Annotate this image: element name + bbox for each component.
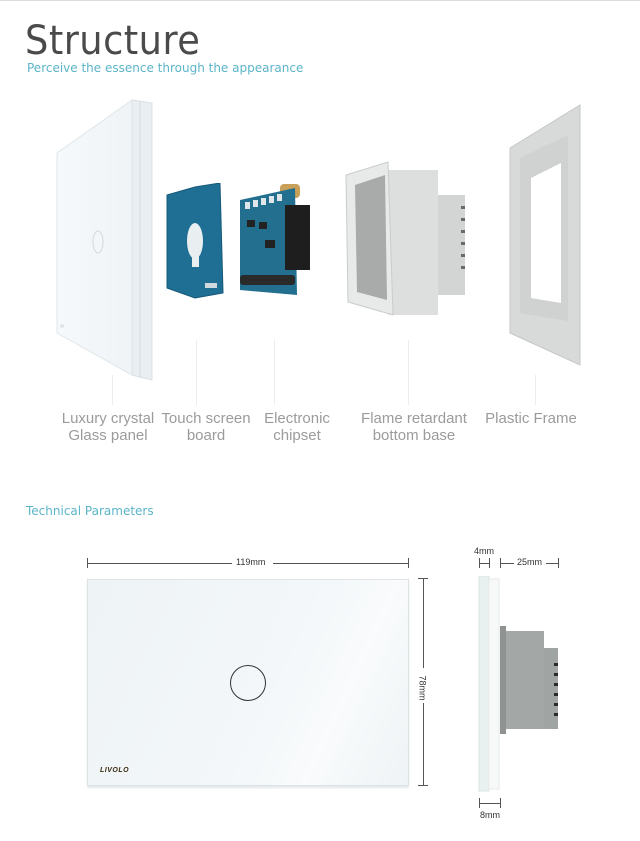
dim-tick bbox=[489, 558, 490, 568]
dim-line bbox=[500, 563, 514, 564]
glass-panel-image bbox=[56, 99, 153, 381]
label-chipset: Electronic chipset bbox=[258, 410, 336, 444]
width-dimension: 119mm bbox=[236, 557, 266, 567]
label-line: Electronic bbox=[264, 410, 330, 427]
leader-line bbox=[535, 375, 536, 405]
label-line: Flame retardant bbox=[361, 410, 467, 427]
leader-line bbox=[196, 340, 197, 405]
dim-line bbox=[423, 703, 424, 785]
side-view-image bbox=[478, 576, 558, 792]
dim-line bbox=[479, 563, 489, 564]
touch-board-image bbox=[166, 183, 224, 299]
label-line: Touch screen bbox=[161, 410, 251, 427]
label-line: Luxury crystal bbox=[61, 410, 155, 427]
label-plastic-frame: Plastic Frame bbox=[480, 410, 582, 427]
depth-dimension: 25mm bbox=[517, 557, 543, 567]
label-touch-board: Touch screen board bbox=[158, 410, 254, 444]
dim-tick bbox=[558, 558, 559, 568]
panel-thickness-dimension: 8mm bbox=[480, 810, 500, 820]
dim-tick bbox=[408, 558, 409, 568]
brand-logo: LIVOLO bbox=[100, 767, 130, 774]
dim-line bbox=[479, 803, 500, 804]
dim-line bbox=[273, 563, 408, 564]
touch-button-icon bbox=[230, 665, 266, 701]
leader-line bbox=[112, 375, 113, 405]
glass-thickness-dimension: 4mm bbox=[474, 546, 494, 556]
bottom-base-image bbox=[345, 161, 465, 316]
dim-line bbox=[546, 563, 558, 564]
label-line: Plastic Frame bbox=[485, 410, 577, 427]
label-line: bottom base bbox=[372, 427, 456, 444]
top-divider bbox=[0, 0, 640, 1]
label-line: board bbox=[186, 427, 226, 444]
height-dimension: 78mm bbox=[417, 675, 428, 701]
dim-line bbox=[87, 563, 232, 564]
page-title: Structure bbox=[25, 18, 201, 64]
label-line: Glass panel bbox=[68, 427, 148, 444]
label-glass-panel: Luxury crystal Glass panel bbox=[56, 410, 160, 444]
page-subtitle: Perceive the essence through the appeara… bbox=[27, 61, 304, 75]
dim-tick bbox=[500, 798, 501, 808]
label-bottom-base: Flame retardant bottom base bbox=[355, 410, 473, 444]
chipset-image bbox=[240, 184, 310, 295]
dim-line bbox=[423, 578, 424, 668]
technical-heading: Technical Parameters bbox=[26, 504, 154, 518]
leader-line bbox=[274, 340, 275, 405]
plastic-frame-image bbox=[509, 104, 581, 366]
dim-tick bbox=[418, 785, 428, 786]
leader-line bbox=[408, 340, 409, 405]
label-line: chipset bbox=[273, 427, 321, 444]
